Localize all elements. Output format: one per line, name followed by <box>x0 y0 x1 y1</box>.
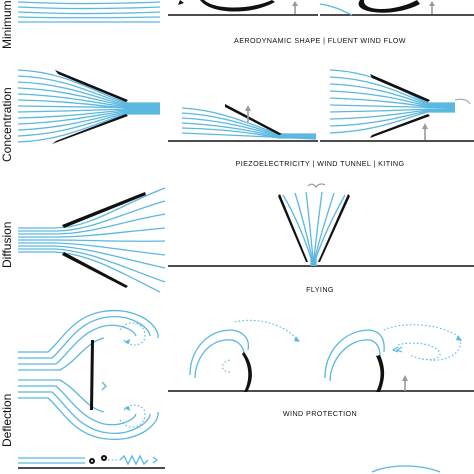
minimum-panel-b <box>168 0 318 16</box>
vertical-deflector <box>90 340 94 410</box>
bird-icon <box>307 183 326 189</box>
minimum-panel-a <box>17 1 161 23</box>
concentration-panel-b <box>168 104 318 142</box>
diffusion-panel-a <box>18 187 474 293</box>
deflection-panel-a <box>18 309 474 441</box>
aerodynamic-blade <box>200 0 275 12</box>
caption-minimum: AERODYNAMIC SHAPE | FLUENT WIND FLOW <box>234 36 406 45</box>
fifth-row-partial <box>18 454 441 473</box>
caption-diffusion: FLYING <box>306 285 334 294</box>
upper-deflector-blade <box>55 70 128 102</box>
caption-deflection: WIND PROTECTION <box>282 409 358 418</box>
lower-deflector-blade <box>52 114 128 144</box>
concentration-panel-c <box>320 69 474 142</box>
diffusion-panel-b <box>278 183 350 266</box>
deflection-panel-c <box>324 324 462 392</box>
minimum-panel-c <box>319 0 474 16</box>
caption-concentration: PIEZOELECTRICITY | WIND TUNNEL | KITING <box>235 159 405 168</box>
wind-flow-lines <box>17 1 161 5</box>
deflection-panel-b <box>189 319 300 392</box>
vortex-swirl <box>119 322 146 346</box>
wave-oscillation <box>119 454 149 466</box>
concentration-panel-a <box>17 69 161 144</box>
